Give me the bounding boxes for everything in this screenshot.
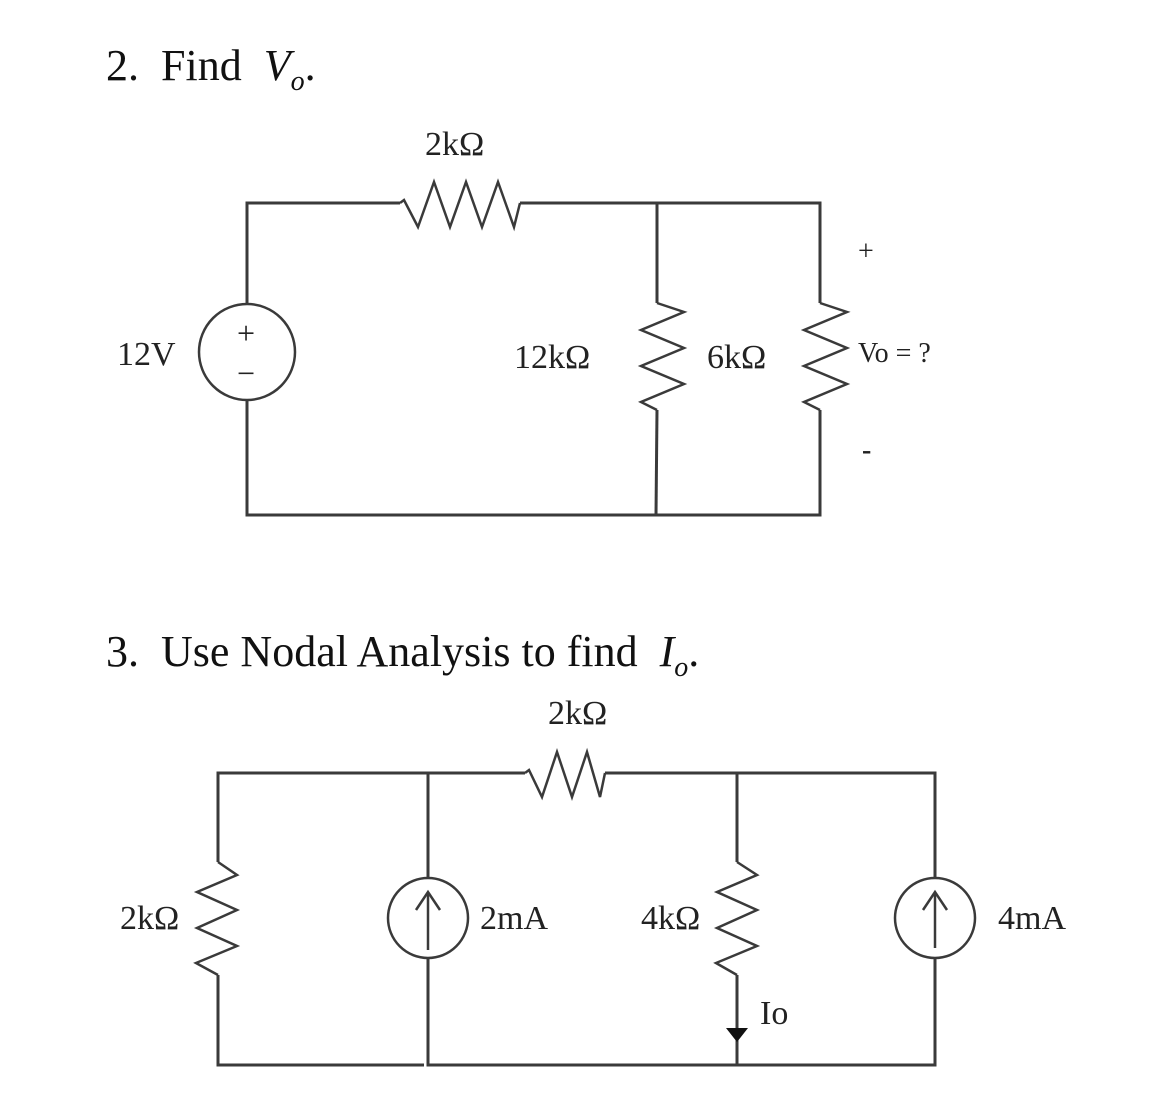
circuit-1-12k-resistor-symbol: [637, 301, 688, 412]
circuit-2-wire-bottom-left: [216, 975, 424, 1067]
circuit-1-wire-bottom: [245, 400, 822, 517]
problem-2-number: 2.: [106, 41, 139, 90]
circuit-2-2ma-source-label: 2mA: [480, 900, 548, 937]
circuit-2-top-resistor-symbol: [524, 747, 607, 801]
circuit-2-4ma-source-symbol: [893, 876, 977, 960]
voltage-source-plus-icon: +: [237, 315, 256, 351]
circuit-2-4ma-source-label: 4mA: [998, 900, 1066, 937]
io-arrow-down-icon: [726, 1028, 748, 1042]
vo-minus-sign: -: [862, 435, 872, 466]
problem-2-period: .: [304, 41, 316, 90]
problem-3-subscript: o: [674, 652, 689, 683]
circuit-1-wire-left-top: [245, 201, 400, 304]
circuit-2-2ma-arrow-head-icon: [414, 889, 442, 911]
problem-3-variable: I: [659, 627, 675, 676]
circuit-1-6k-resistor-symbol: [800, 301, 851, 412]
problem-3-title: Use Nodal Analysis to find: [161, 627, 638, 676]
circuit-1-wire-12k-bottom: [654, 409, 659, 516]
circuit-2-left-resistor-label: 2kΩ: [120, 900, 180, 937]
circuit-1-top-resistor-symbol: [399, 178, 522, 232]
circuit-1-voltage-source-symbol: [197, 302, 297, 402]
problem-2-heading: 2. Find Vo.: [106, 41, 316, 96]
problem-2-subscript: o: [290, 66, 305, 97]
circuit-2-4k-resistor-symbol: [713, 860, 761, 977]
circuit-2-left-resistor-symbol: [193, 860, 241, 977]
circuit-1-6k-resistor-label: 6kΩ: [707, 339, 767, 376]
circuit-2-wire-top-left: [216, 771, 525, 862]
problem-2-title: Find: [161, 41, 242, 90]
circuit-2-wire-bottom-right: [426, 958, 937, 1067]
problem-3-period: .: [688, 627, 700, 676]
io-current-label: Io: [760, 995, 789, 1032]
problem-3-number: 3.: [106, 627, 139, 676]
circuit-2-2ma-source-symbol: [386, 876, 470, 960]
circuit-2-4k-resistor-label: 4kΩ: [641, 900, 701, 937]
circuit-2-4ma-arrow-head-icon: [921, 889, 949, 911]
circuit-1-wire-top-right: [520, 201, 822, 303]
problem-3-heading: 3. Use Nodal Analysis to find Io.: [106, 627, 700, 682]
voltage-source-minus-icon: −: [237, 355, 256, 391]
circuit-2-wire-top-right: [605, 771, 937, 878]
problem-2-variable: V: [263, 41, 291, 90]
vo-label: Vo = ?: [858, 338, 931, 369]
voltage-source-label: 12V: [117, 336, 176, 373]
circuit-2-top-resistor-label: 2kΩ: [548, 695, 608, 732]
circuit-1-top-resistor-label: 2kΩ: [425, 126, 485, 163]
circuit-1-12k-resistor-label: 12kΩ: [514, 339, 591, 376]
vo-plus-sign: +: [858, 236, 874, 267]
